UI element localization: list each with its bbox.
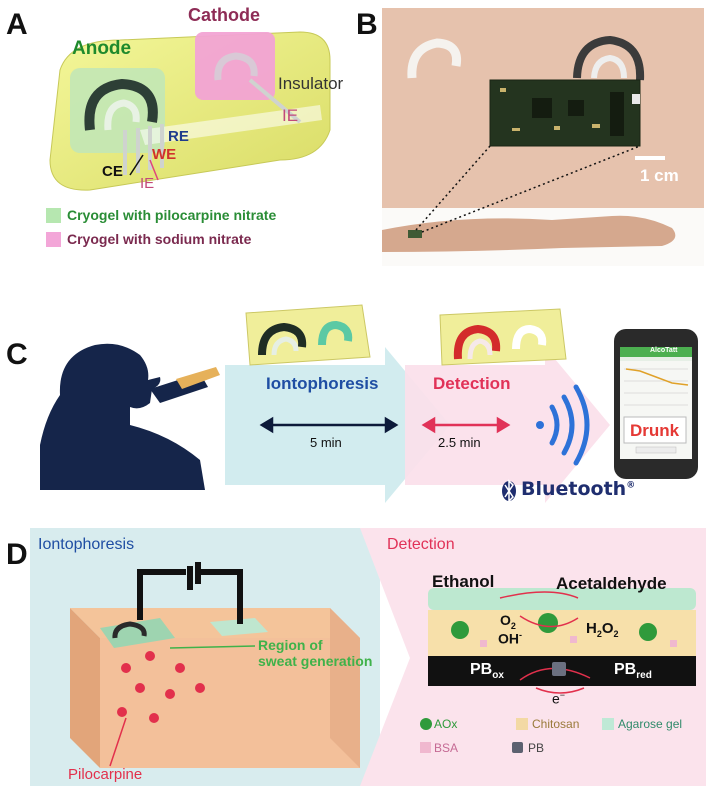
ethanol-label: Ethanol bbox=[432, 572, 495, 591]
legend-agarose-icon bbox=[602, 718, 614, 730]
cathode-label: Cathode bbox=[188, 5, 260, 25]
electron-label: e− bbox=[552, 690, 565, 707]
phone-app-title: AlcoTatt bbox=[650, 347, 678, 354]
bluetooth-label: Bluetooth® bbox=[521, 478, 635, 500]
d-patch-right bbox=[210, 618, 268, 636]
legend-item-pilocarpine: Cryogel with pilocarpine nitrate bbox=[46, 207, 276, 223]
legend-swatch-green bbox=[46, 207, 61, 223]
phone-app-header bbox=[620, 347, 692, 357]
c-iontophoresis-label: Iontophoresis bbox=[266, 374, 379, 393]
smartphone bbox=[614, 329, 698, 479]
photo-arm bbox=[382, 215, 676, 252]
bluetooth-registered-mark: ® bbox=[626, 480, 636, 491]
legend-bsa-text: BSA bbox=[434, 741, 459, 755]
photo-electrode-left bbox=[407, 38, 462, 79]
legend-chitosan-icon bbox=[516, 718, 528, 730]
scale-bar-label: 1 cm bbox=[640, 166, 679, 185]
c-detection-label: Detection bbox=[433, 374, 511, 393]
o2-text: O bbox=[500, 612, 511, 628]
panel-b-letter: B bbox=[356, 8, 378, 41]
electron-sup: − bbox=[559, 690, 566, 700]
legend-agarose-text: Agarose gel bbox=[618, 717, 683, 731]
region-label-line2: sweat generation bbox=[258, 653, 373, 669]
pb-red-label: PBred bbox=[614, 661, 652, 681]
insulator-strip bbox=[140, 105, 322, 145]
region-pointer bbox=[169, 645, 256, 649]
legend-aox-text: AOx bbox=[434, 717, 458, 731]
skin-block bbox=[70, 608, 360, 768]
oh-sup: - bbox=[519, 630, 522, 640]
pilocarpine-molecules bbox=[117, 651, 205, 723]
pilocarpine-pointer bbox=[109, 717, 127, 767]
pb-cube bbox=[552, 662, 566, 676]
bluetooth-icon bbox=[502, 479, 516, 503]
panel-a-device-illustration bbox=[49, 31, 331, 191]
ie-bottom-label: IE bbox=[140, 175, 155, 192]
legend-pb-text: PB bbox=[528, 741, 545, 755]
bottle bbox=[176, 367, 220, 389]
region-label-line1: Region of bbox=[258, 637, 323, 653]
c-iontophoresis-time: 5 min bbox=[310, 435, 342, 450]
pb-ox-label: PBox bbox=[470, 661, 504, 681]
c-detection-time: 2.5 min bbox=[438, 435, 481, 450]
pb-red-text: PB bbox=[614, 661, 637, 678]
pb-ox-sub: ox bbox=[492, 670, 504, 682]
h2o2-h: H bbox=[586, 620, 597, 637]
pilocarpine-label: Pilocarpine bbox=[68, 766, 143, 783]
ie-right-label: IE bbox=[282, 106, 299, 125]
region-label: Region of sweat generation bbox=[258, 637, 372, 669]
h2o2-sub-b: 2 bbox=[613, 629, 619, 639]
o2-label: O2 bbox=[500, 612, 516, 631]
h2o2-sub-a: 2 bbox=[596, 629, 602, 639]
re-label: RE bbox=[168, 128, 189, 145]
zoom-guide-right bbox=[421, 145, 641, 233]
insulator-label: Insulator bbox=[278, 74, 344, 93]
pb-ox-text: PB bbox=[470, 661, 493, 678]
anode-label: Anode bbox=[72, 38, 132, 59]
legend-chitosan-text: Chitosan bbox=[532, 717, 580, 731]
panel-c-illustration bbox=[40, 304, 698, 503]
legend-bsa-icon bbox=[420, 742, 431, 753]
electron-text: e bbox=[552, 690, 560, 707]
aox-enzymes bbox=[451, 613, 657, 641]
drinking-person-silhouette bbox=[40, 343, 208, 490]
d-detection-label: Detection bbox=[387, 536, 455, 553]
photo-electrode-right bbox=[573, 35, 645, 81]
panel-d-letter: D bbox=[6, 538, 28, 571]
patch-iontophoresis bbox=[245, 304, 371, 366]
o2-sub: 2 bbox=[510, 620, 516, 631]
phone-status-text: Drunk bbox=[630, 421, 680, 440]
h2o2-label: H2O2 bbox=[586, 620, 619, 639]
circuit-wires bbox=[137, 562, 243, 624]
pb-red-sub: red bbox=[636, 670, 652, 682]
legend-text-pilocarpine: Cryogel with pilocarpine nitrate bbox=[67, 207, 277, 223]
legend-text-sodium: Cryogel with sodium nitrate bbox=[67, 231, 252, 247]
wireless-signal-icon bbox=[536, 384, 590, 466]
patch-detection bbox=[439, 308, 567, 366]
panel-a-letter: A bbox=[6, 8, 28, 41]
panel-d-illustration bbox=[30, 528, 706, 786]
double-arrow-detection bbox=[421, 416, 511, 434]
legend-aox-icon bbox=[420, 718, 432, 730]
acetaldehyde-label: Acetaldehyde bbox=[556, 574, 667, 593]
we-label: WE bbox=[152, 146, 177, 163]
d-iontophoresis-label: Iontophoresis bbox=[38, 536, 135, 553]
scale-bar bbox=[635, 156, 665, 160]
panel-b-photo bbox=[382, 8, 704, 266]
legend-swatch-pink bbox=[46, 231, 61, 247]
double-arrow-iontophoresis bbox=[259, 416, 399, 434]
legend-item-sodium: Cryogel with sodium nitrate bbox=[46, 231, 251, 247]
bluetooth-text: Bluetooth bbox=[521, 478, 627, 500]
legend-pb-icon bbox=[512, 742, 523, 753]
ce-label: CE bbox=[102, 163, 123, 180]
oh-label: OH- bbox=[498, 630, 522, 647]
panel-c-letter: C bbox=[6, 338, 28, 371]
anode-electrode bbox=[84, 78, 158, 131]
zoom-guide-left bbox=[415, 145, 491, 231]
oh-text: OH bbox=[498, 630, 519, 647]
h2o2-o: O bbox=[601, 620, 614, 637]
